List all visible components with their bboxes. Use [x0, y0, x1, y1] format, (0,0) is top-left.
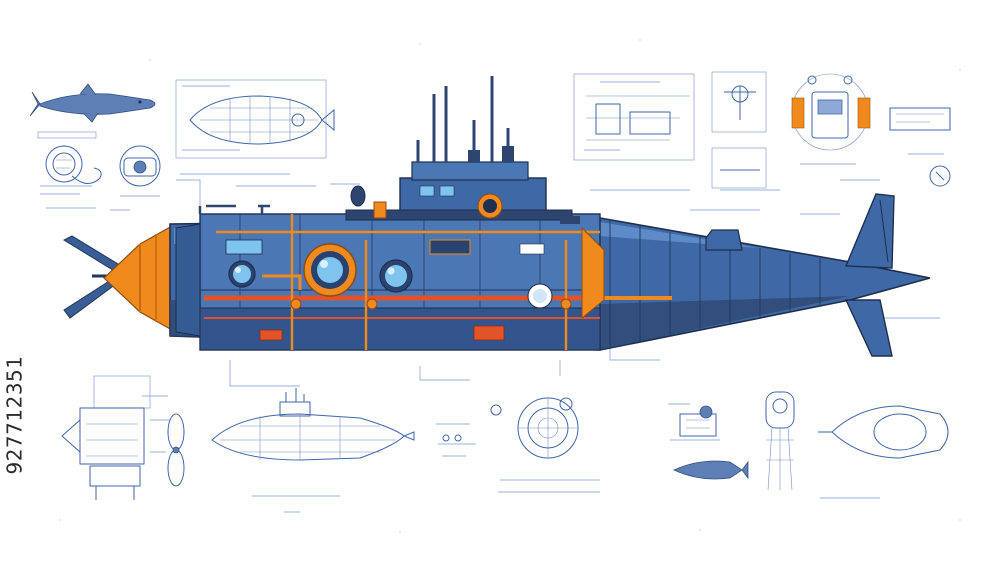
airship-schematic	[175, 79, 335, 159]
control-panel-schematic	[791, 73, 871, 165]
hatch-detail-schematic	[61, 375, 170, 500]
porthole-assembly-sketch	[500, 397, 600, 481]
connector-notes	[436, 404, 502, 457]
main-porthole-icon	[303, 243, 357, 297]
porthole-detail-left	[37, 131, 102, 209]
blueprint-stipple	[59, 39, 961, 533]
gauge-panel-sketch	[889, 107, 951, 187]
bow-section-sketch	[818, 405, 949, 459]
fish-sketch-icon	[29, 83, 156, 123]
pump-mechanism-sketch	[668, 403, 720, 441]
porthole-icon	[228, 260, 256, 288]
porthole-icon	[527, 283, 553, 309]
submarine-illustration	[62, 76, 940, 387]
conning-tower	[345, 76, 573, 221]
propeller-sketch	[167, 413, 185, 487]
porthole-icon	[379, 259, 413, 293]
engine-room-schematic	[573, 73, 695, 161]
mini-sub-sketch	[673, 460, 749, 480]
valve-sketch	[711, 71, 767, 189]
stock-id-text: 927712351	[3, 355, 27, 475]
diving-helmet-sketch	[110, 145, 161, 211]
submarine-cutaway-schematic	[211, 388, 415, 513]
stock-id-watermark: 927712351	[2, 300, 28, 530]
diving-suit-sketch	[765, 391, 795, 491]
